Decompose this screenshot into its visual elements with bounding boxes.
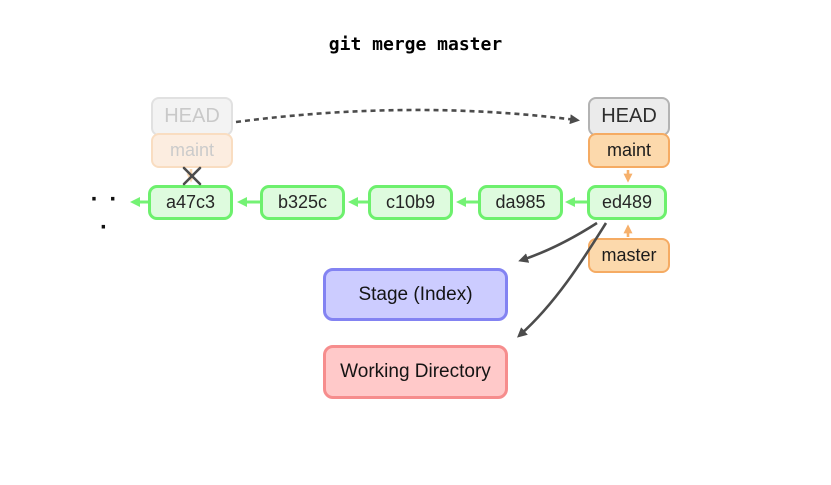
maint-branch-box: maint xyxy=(588,133,670,168)
commit-node-b325c: b325c xyxy=(260,185,345,220)
previous-maint-branch-label: maint xyxy=(169,140,214,160)
commit-label: a47c3 xyxy=(165,192,216,212)
commit-label: b325c xyxy=(277,192,328,212)
working-directory-label: Working Directory xyxy=(340,361,491,382)
commit-node-da985: da985 xyxy=(478,185,563,220)
history-ellipsis: · · · xyxy=(90,186,120,241)
commit-node-c10b9: c10b9 xyxy=(368,185,453,220)
master-branch-box: master xyxy=(588,238,670,273)
master-branch-label: master xyxy=(601,245,657,265)
head-label: HEAD xyxy=(601,105,657,127)
stage-index-box: Stage (Index) xyxy=(323,268,508,321)
arrow-ed489-to-stage xyxy=(518,221,598,263)
commit-label: da985 xyxy=(495,192,546,212)
arrow-head-moved xyxy=(235,108,580,125)
maint-branch-label: maint xyxy=(606,140,651,160)
previous-head-box: HEAD xyxy=(151,97,233,136)
commit-node-a47c3: a47c3 xyxy=(148,185,233,220)
previous-maint-branch-box: maint xyxy=(151,133,233,168)
head-box: HEAD xyxy=(588,97,670,136)
stage-index-label: Stage (Index) xyxy=(358,283,473,305)
commit-node-ed489: ed489 xyxy=(587,185,667,220)
working-directory-box: Working Directory xyxy=(323,345,508,399)
cross-icon xyxy=(182,166,202,186)
commit-label: ed489 xyxy=(601,192,653,212)
diagram-title: git merge master xyxy=(328,34,503,55)
previous-head-label: HEAD xyxy=(164,105,220,127)
commit-label: c10b9 xyxy=(385,192,436,212)
